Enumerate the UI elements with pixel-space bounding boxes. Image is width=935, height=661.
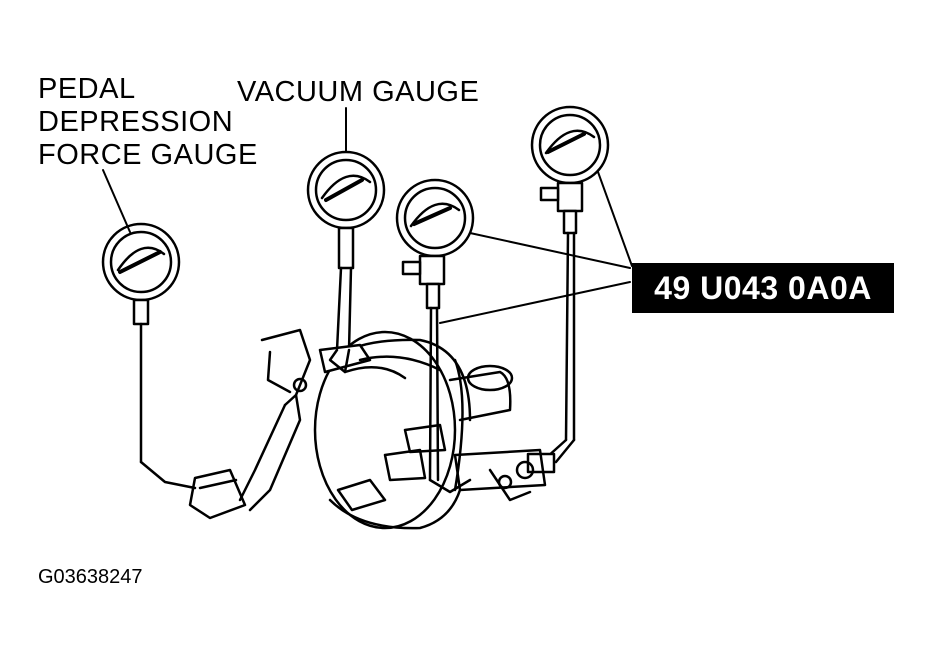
pedal-label-line-2: DEPRESSION: [38, 106, 234, 138]
pedal-force-gauge-label: PEDAL DEPRESSION FORCE GAUGE: [38, 73, 258, 172]
leader-tool-3: [597, 171, 633, 267]
pedal-label-line-1: PEDAL: [38, 73, 136, 105]
tool-number-badge: 49 U043 0A0A: [632, 263, 894, 313]
vacuum-hose: [328, 348, 407, 380]
leader-lines: [102, 107, 633, 324]
master-cylinder: [448, 364, 547, 502]
brake-booster: [313, 330, 472, 530]
leader-tool-2: [439, 281, 631, 324]
leader-pedal: [102, 169, 131, 233]
brake-pedal-assembly: [188, 328, 312, 520]
pedal-force-gauge: [101, 222, 197, 490]
right-pressure-gauge: [526, 105, 610, 474]
pedal-label-line-3: FORCE GAUGE: [38, 139, 258, 171]
figure-id: G03638247: [38, 566, 143, 588]
vacuum-gauge-label: VACUUM GAUGE: [237, 76, 480, 108]
leader-tool-1: [469, 232, 631, 269]
vacuum-gauge: [306, 150, 386, 352]
